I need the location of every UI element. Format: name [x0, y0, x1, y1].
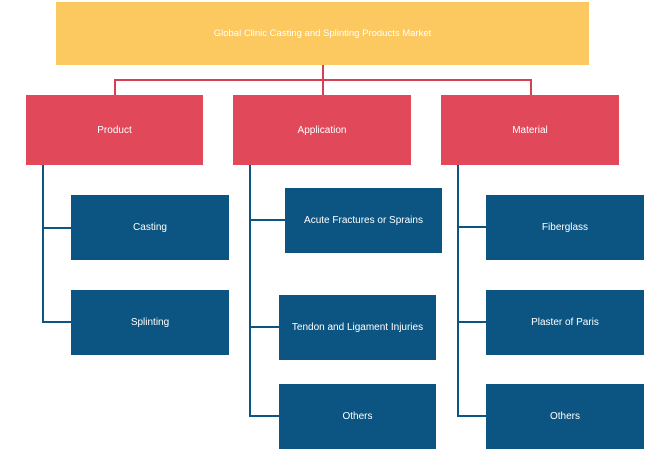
leaf-application-others-label: Others	[342, 411, 373, 422]
leaf-splinting: Splinting	[71, 290, 229, 355]
leaf-application-others: Others	[279, 384, 436, 449]
product-trunk	[42, 165, 44, 323]
leaf-acute-fractures-label: Acute Fractures or Sprains	[304, 215, 423, 226]
leaf-casting-label: Casting	[133, 222, 167, 233]
category-product: Product	[26, 95, 203, 165]
leaf-acute-fractures: Acute Fractures or Sprains	[285, 188, 442, 253]
leaf-material-others: Others	[486, 384, 644, 449]
leaf-plaster-of-paris: Plaster of Paris	[486, 290, 644, 355]
leaf-plaster-of-paris-label: Plaster of Paris	[531, 317, 599, 328]
application-branch-2	[249, 326, 279, 328]
root-node: Global Clinic Casting and Splinting Prod…	[56, 2, 589, 65]
leaf-fiberglass: Fiberglass	[486, 195, 644, 260]
application-branch-1	[249, 219, 285, 221]
leaf-splinting-label: Splinting	[130, 317, 170, 328]
application-trunk	[249, 165, 251, 417]
material-branch-3	[457, 415, 486, 417]
leaf-tendon-ligament-label: Tendon and Ligament Injuries	[291, 322, 424, 333]
material-drop	[530, 79, 532, 96]
category-material: Material	[441, 95, 619, 165]
product-branch-2	[42, 321, 71, 323]
root-label: Global Clinic Casting and Splinting Prod…	[213, 28, 432, 39]
material-branch-2	[457, 321, 486, 323]
application-drop	[322, 79, 324, 96]
product-branch-1	[42, 227, 71, 229]
category-material-label: Material	[512, 124, 548, 136]
leaf-material-others-label: Others	[549, 411, 580, 422]
material-trunk	[457, 165, 459, 417]
category-application-label: Application	[297, 124, 347, 136]
leaf-casting: Casting	[71, 195, 229, 260]
category-application: Application	[233, 95, 411, 165]
leaf-tendon-ligament: Tendon and Ligament Injuries	[279, 295, 436, 360]
application-branch-3	[249, 415, 279, 417]
material-branch-1	[457, 226, 486, 228]
leaf-fiberglass-label: Fiberglass	[541, 222, 589, 233]
category-product-label: Product	[97, 124, 132, 136]
product-drop	[114, 79, 116, 96]
root-connector	[322, 65, 324, 80]
